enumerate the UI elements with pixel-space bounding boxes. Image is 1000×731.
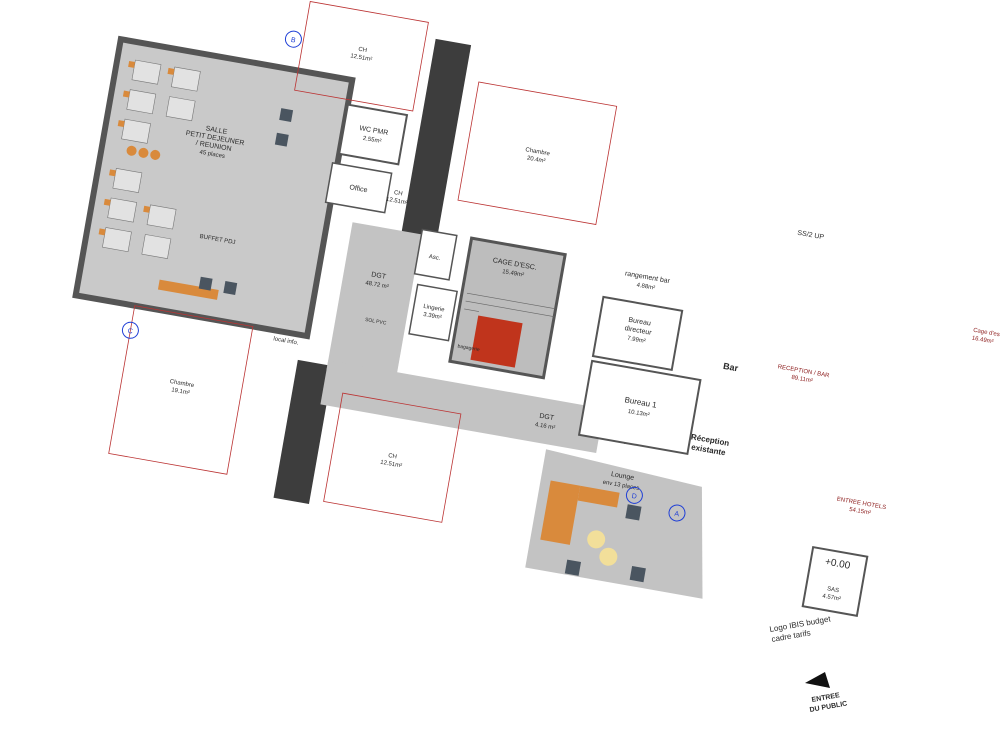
room-label: CH [388,453,398,460]
room-label: SAS [827,586,840,594]
room-area: 16.49m² [971,336,994,346]
room-area: 12.51m² [380,460,403,470]
staircase: CAGE D'ESC. 15.49m² bagagerie [448,236,567,380]
room-capacity: 45 places [199,150,225,160]
room-area: 7.99m² [627,336,646,345]
room-label: CH [358,47,368,54]
marker-c: C [127,328,133,336]
room-label: WC PMR [359,125,389,137]
room-label: CH [393,190,403,197]
lounge: Lounge env 13 places [525,449,703,599]
room-area: 12.51m² [385,197,408,207]
structural-wall [273,359,334,504]
room-area: 4.16 m² [534,422,555,431]
ss-up-label: SS/2 UP [797,230,825,242]
room-area: 20.4m² [526,156,545,165]
room-area: 2.55m² [362,136,381,145]
room-area: 54.15m² [849,507,872,517]
level-marker: +0.00 [824,557,851,572]
section-markers: B C D A [121,30,686,522]
room-label: Chambre [525,147,551,157]
breakfast-room: SALLE PETIT DEJEUNER / REUNION 45 places… [72,35,356,340]
room-label: Cage d'esc [973,328,1000,339]
service-rooms: WC PMR 2.55m² Office [324,103,409,214]
room-label: Office [349,184,368,194]
offices: Bureau directeur 7.99m² Bureau 1 10.13m²… [577,270,702,456]
room-area: 12.51m² [350,53,373,63]
room-area: 48.72 m² [365,280,389,290]
lingerie-room [408,283,458,342]
room-area: 4.88m² [636,283,655,292]
room-label: SALLE [205,125,228,136]
room-label: Lounge [610,471,634,482]
room-label: rangement bar [624,270,671,285]
room-label: DGT [539,413,555,423]
floor-note: SOL PVC [365,317,388,327]
room-area: 19.1m² [171,387,190,396]
marker-d: D [631,493,637,501]
structural-wall [400,38,472,243]
room-label: local info. [273,336,299,346]
bedrooms [108,1,618,523]
room-label: Chambre [169,379,195,389]
room-label: bagagerie [457,343,480,353]
entrance-arrow-icon [805,672,830,688]
entrance-label: ENTREE [811,692,841,704]
room-area: 3.39m² [423,312,442,321]
room-label: DGT [371,271,387,281]
room-area: 15.49m² [502,269,525,279]
room-label: Lingerie [423,304,446,314]
room-label: Bureau [628,317,652,328]
sas-room [801,545,869,617]
room-area: 89.11m² [791,375,813,385]
marker-a: A [674,511,680,519]
room-area: 10.13m² [627,409,650,419]
bar-label: Bar [722,361,739,374]
room-label: directeur [624,325,653,337]
elevator [413,228,458,281]
marker-b: B [290,37,296,45]
room-label: Asc. [428,254,441,262]
room-area: 4.57m² [822,594,841,603]
